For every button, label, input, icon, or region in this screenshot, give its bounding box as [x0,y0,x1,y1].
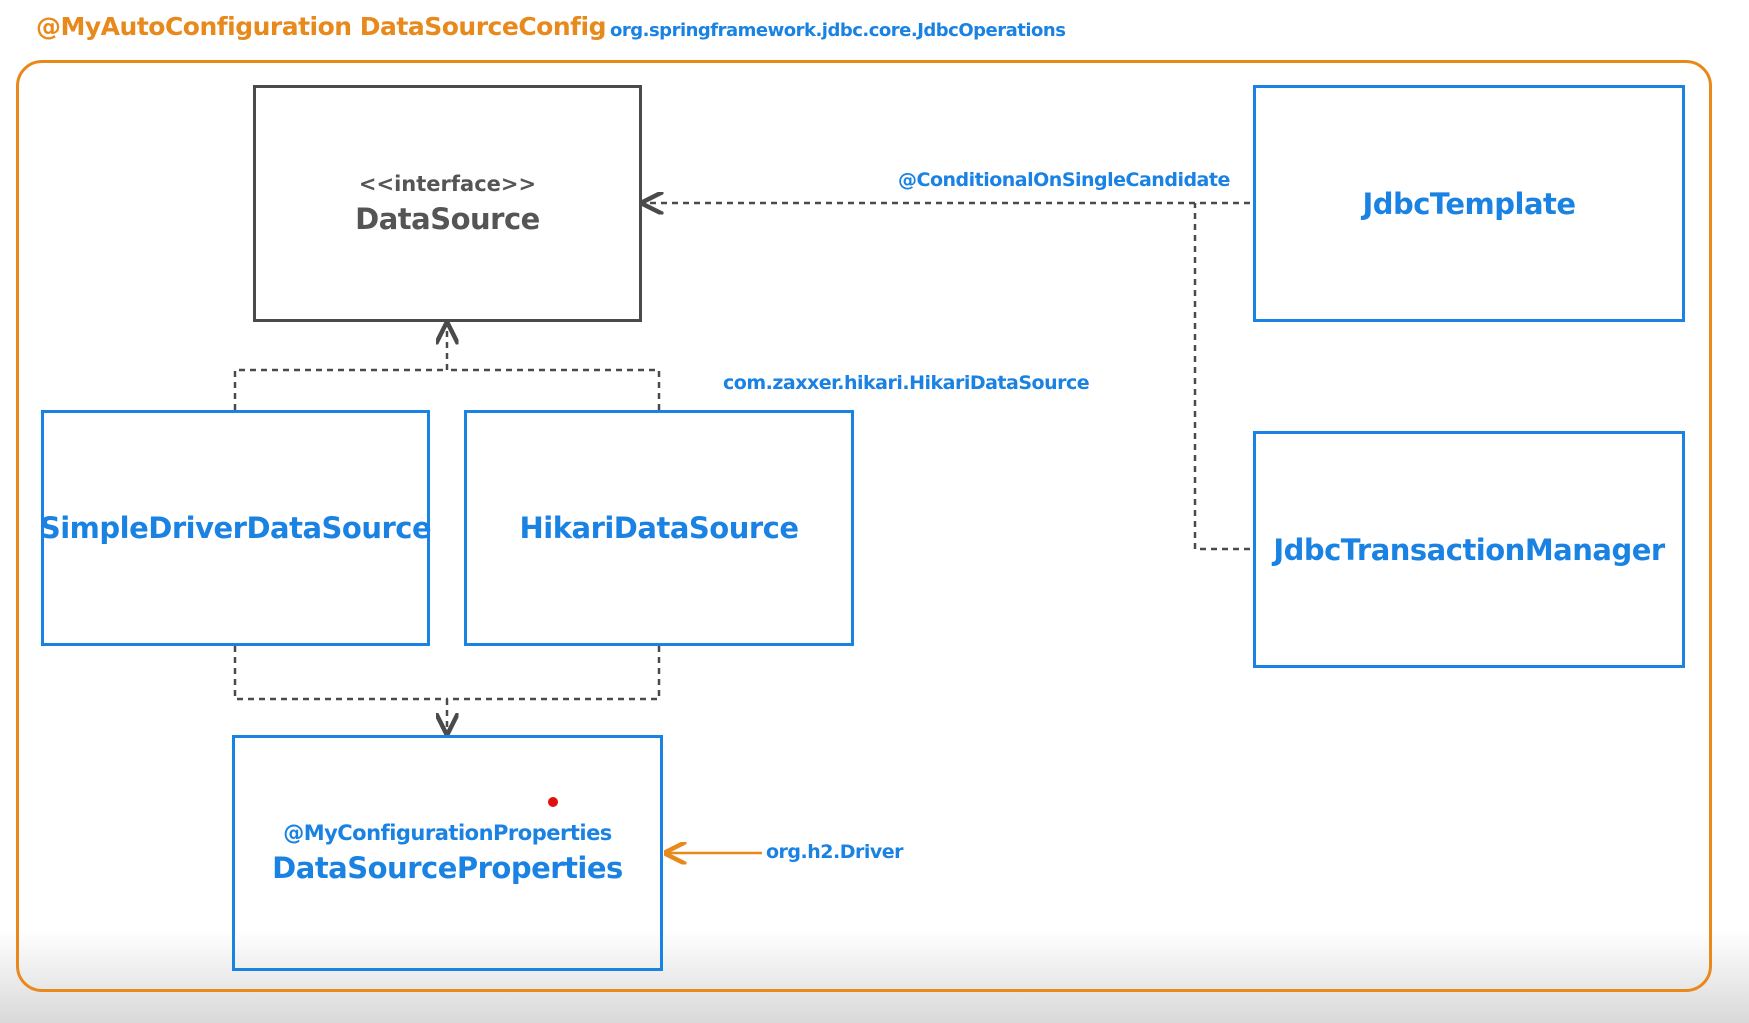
datasource-interface-box: <<interface>> DataSource [253,85,642,322]
simple-driver-name: SimpleDriverDataSource [39,511,432,545]
bottom-fade [0,930,1749,1023]
jdbc-tx-manager-name: JdbcTransactionManager [1273,532,1665,567]
h2-driver-label: org.h2.Driver [766,841,904,863]
properties-annotation: @MyConfigurationProperties [283,821,612,845]
interface-stereotype: <<interface>> [358,171,537,196]
package-label: org.springframework.jdbc.core.JdbcOperat… [610,20,1066,41]
diagram-title: @MyAutoConfiguration DataSourceConfig [36,12,607,41]
jdbc-tx-manager-box: JdbcTransactionManager [1253,431,1685,668]
properties-name: DataSourceProperties [272,851,623,885]
datasource-name: DataSource [355,201,540,236]
hikari-box: HikariDataSource [464,410,854,646]
simple-driver-box: SimpleDriverDataSource [39,410,432,646]
simple-driver-props-connector [233,646,447,701]
conditional-annotation-label: @ConditionalOnSingleCandidate [898,169,1230,191]
hikari-package-label: com.zaxxer.hikari.HikariDataSource [723,372,1090,394]
jdbc-template-name: JdbcTemplate [1362,186,1576,221]
jdbc-template-box: JdbcTemplate [1253,85,1685,322]
hikari-props-connector [447,646,661,701]
jdbc-tx-manager-connector [1193,203,1250,551]
datasource-properties-box: @MyConfigurationProperties DataSourcePro… [232,735,663,971]
config-frame [16,60,1712,992]
simple-driver-impl-connector [233,368,447,410]
hikari-name: HikariDataSource [519,511,800,545]
pointer-marker [548,797,558,807]
hikari-impl-connector [447,368,661,410]
